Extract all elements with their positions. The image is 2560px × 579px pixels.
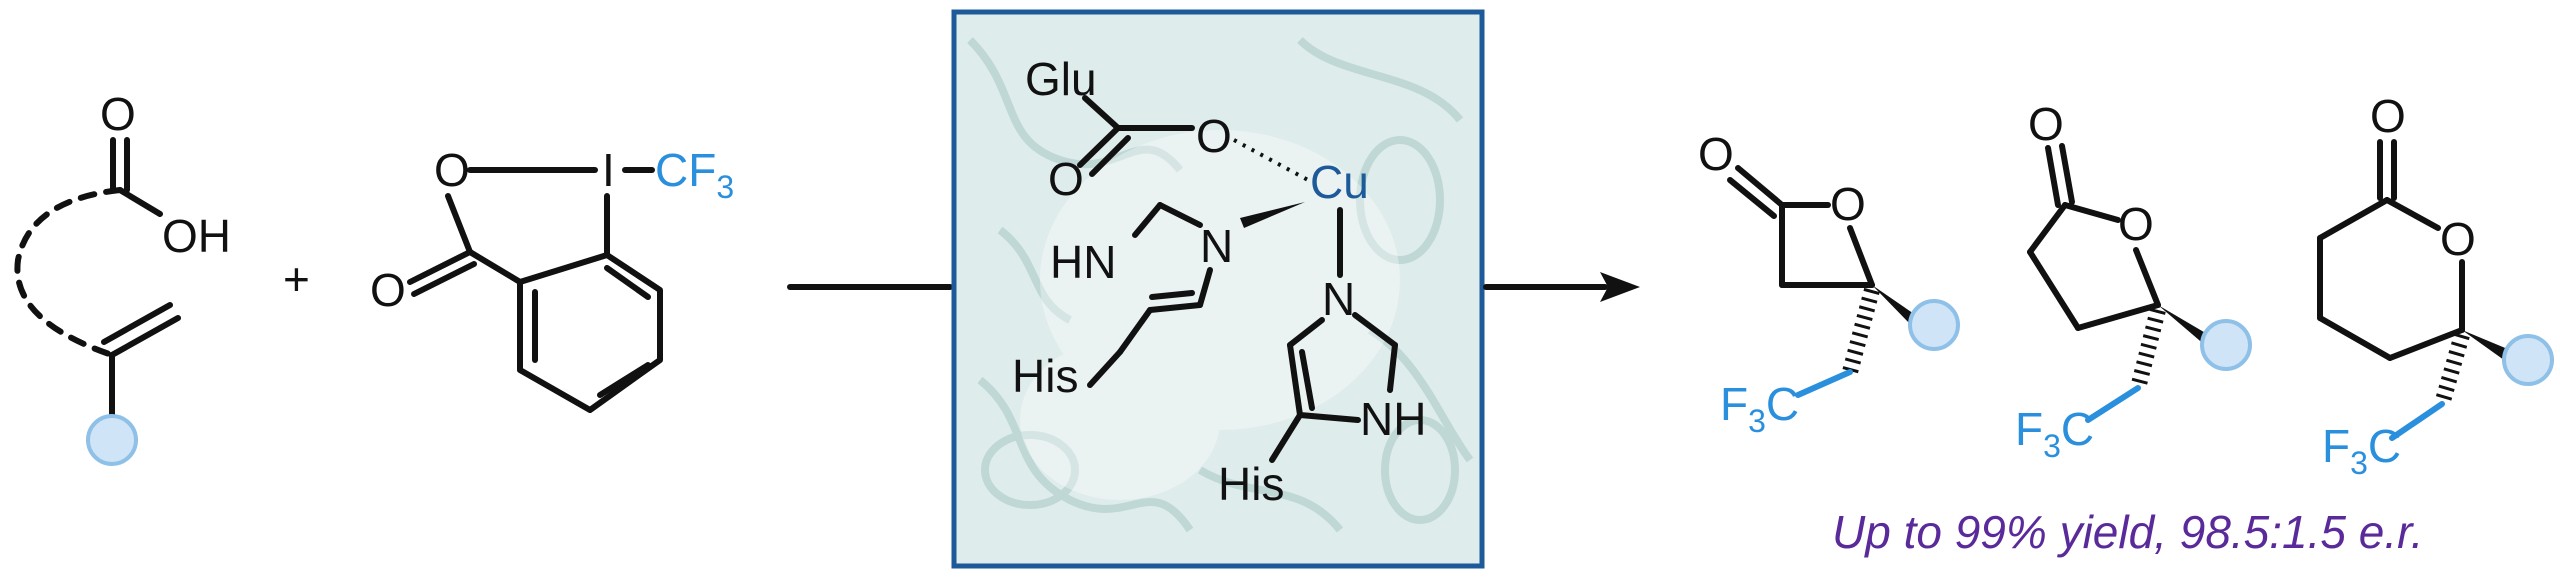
substrate-acid-oh: OH <box>162 210 231 262</box>
his1-n: N <box>1200 220 1233 272</box>
substrate-structure: O OH <box>14 88 231 466</box>
reagent-ring-o: O <box>434 144 470 196</box>
p2-r-group <box>2200 319 2252 371</box>
p2-wedge <box>2158 305 2214 346</box>
p1-f3c: F3C <box>1720 378 1799 439</box>
substrate-carbonyl-o: O <box>100 88 136 140</box>
carboxylate-o-double: O <box>1048 153 1084 205</box>
protein-surface-overlay <box>1020 130 1400 500</box>
togni-reagent: O I CF3 O <box>370 144 734 413</box>
p2-ring-o: O <box>2118 198 2154 250</box>
p2-exo-o: O <box>2028 98 2064 150</box>
yield-caption: Up to 99% yield, 98.5:1.5 e.r. <box>1832 506 2424 558</box>
p2-hash-bond <box>2130 308 2166 390</box>
p1-hash-bond <box>1842 287 1880 375</box>
carboxylate-o-coord: O <box>1196 110 1232 162</box>
p3-ring-o: O <box>2440 213 2476 265</box>
product-delta-lactone: O O F3C <box>2317 90 2554 481</box>
p1-wedge <box>1872 285 1920 326</box>
p3-wedge <box>2462 330 2510 360</box>
wedge-bond-cu-n <box>1240 202 1305 228</box>
p3-hash-bond <box>2434 332 2470 407</box>
coordination-dash-o-cu <box>1233 138 1309 182</box>
his2-n: N <box>1322 273 1355 325</box>
protein-ribbon-background <box>967 37 1474 533</box>
his2-label: His <box>1218 458 1284 510</box>
product-beta-lactone: O O F3C <box>1698 128 1960 439</box>
p1-exo-o: O <box>1698 128 1734 180</box>
enzyme-active-site-panel: Glu O O Cu N HN His N NH His <box>951 9 1485 569</box>
arrow-head <box>1600 272 1640 302</box>
reagent-cf3: CF3 <box>655 144 734 205</box>
his1-label: His <box>1012 350 1078 402</box>
plus-sign: + <box>283 253 310 305</box>
product-gamma-lactone: O O F3C <box>2015 98 2252 464</box>
metal-cu: Cu <box>1310 156 1369 208</box>
p3-exo-o: O <box>2370 90 2406 142</box>
p1-r-group <box>1908 299 1960 351</box>
reagent-carbonyl-o: O <box>370 264 406 316</box>
p1-ring-o: O <box>1830 178 1866 230</box>
his1-nh: HN <box>1050 236 1116 288</box>
p2-f3c: F3C <box>2015 403 2094 464</box>
p3-f3c: F3C <box>2322 420 2401 481</box>
p3-r-group <box>2502 334 2554 386</box>
substrate-r-group <box>86 414 138 466</box>
his2-nh: NH <box>1360 393 1426 445</box>
enzyme-panel-frame <box>951 9 1485 569</box>
reagent-iodine: I <box>602 144 615 196</box>
